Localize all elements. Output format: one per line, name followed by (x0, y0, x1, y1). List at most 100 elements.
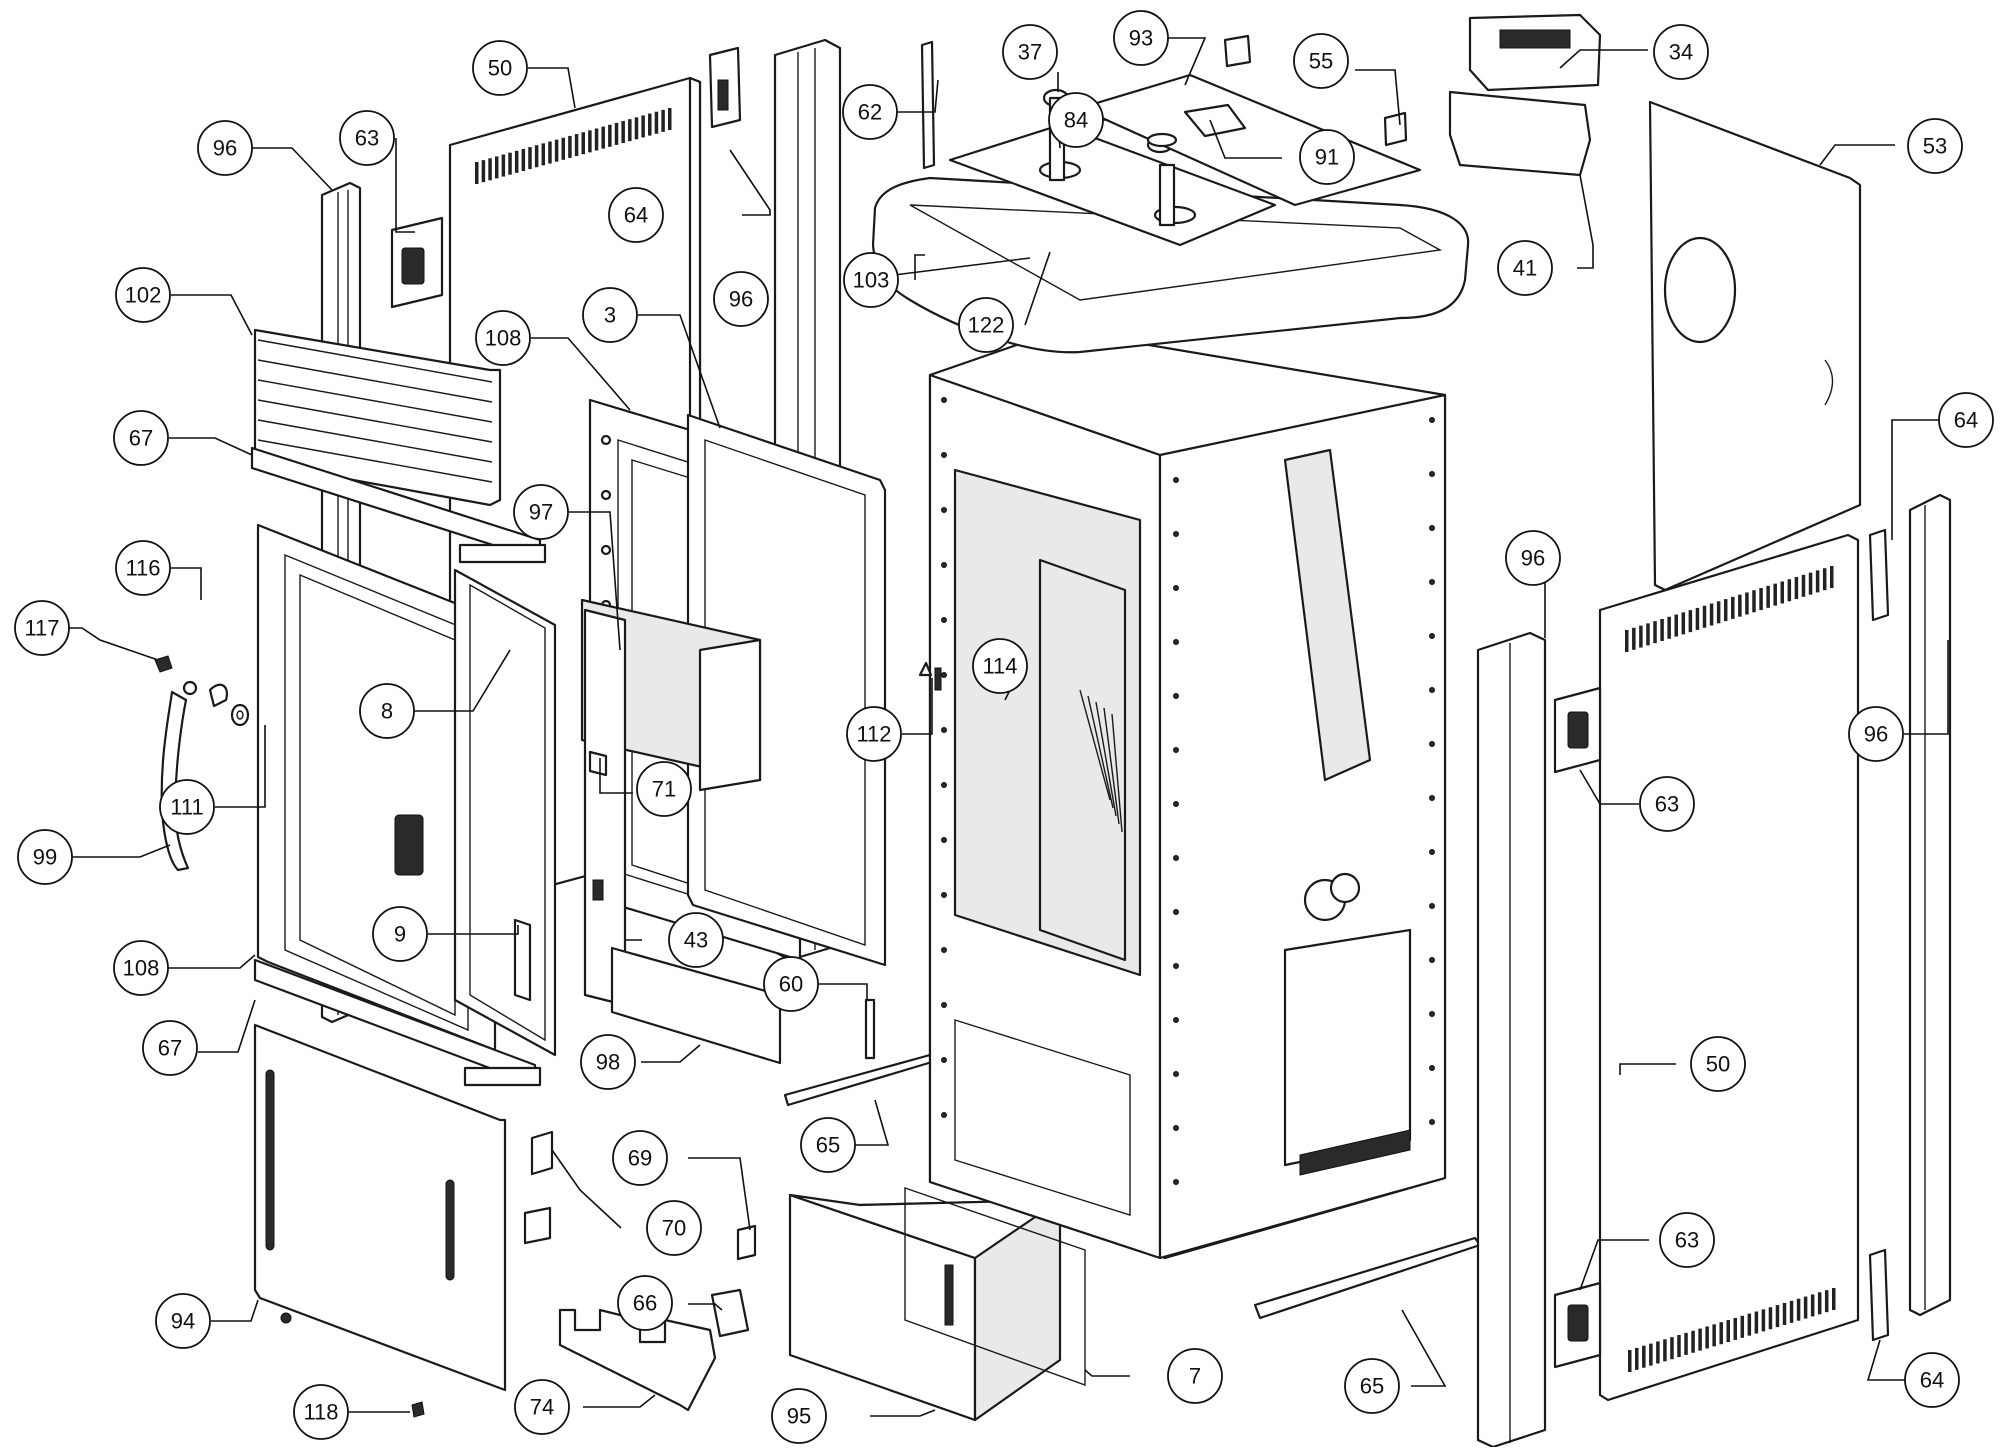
callout-label: 34 (1669, 40, 1693, 65)
callout-label: 94 (171, 1309, 195, 1334)
vent-slot (641, 115, 645, 138)
vent-slot (1656, 1341, 1660, 1364)
callout-circle (155, 1293, 211, 1349)
vent-slot (481, 160, 486, 183)
callout-label: 108 (123, 956, 160, 981)
vent-slot (1646, 623, 1650, 646)
callout-96: 96 (713, 271, 769, 327)
callout-circle (612, 1130, 668, 1186)
vent-slot (1667, 616, 1671, 639)
callout-circle (514, 1379, 570, 1435)
part-102-grille (253, 328, 502, 507)
vent-slot (614, 122, 619, 145)
vent-slots (475, 108, 672, 184)
vent-slot (1628, 1350, 1632, 1372)
vent-slot (1759, 588, 1763, 611)
callout-circle (1344, 1358, 1400, 1414)
callout-label: 63 (1675, 1228, 1699, 1253)
firebox-rib (1111, 713, 1123, 833)
vent-slot (541, 143, 546, 166)
callout-label: 67 (158, 1036, 182, 1061)
part-64-bracket-top (708, 46, 742, 129)
grille-bar (257, 379, 493, 423)
part-64-bracket-bottom (1868, 1248, 1890, 1342)
callout-label: 96 (729, 287, 753, 312)
vent-slot (1691, 1330, 1695, 1353)
rivet (1429, 525, 1435, 531)
vent-slot (1660, 618, 1664, 641)
grille-bar (257, 419, 493, 463)
callout-label: 71 (652, 777, 676, 802)
callout-circle (197, 120, 253, 176)
callout-circle (1002, 24, 1058, 80)
vent-slot (1801, 574, 1806, 597)
callout-label: 37 (1018, 40, 1042, 65)
part-43-cover (583, 608, 627, 1007)
callout-circle (1113, 10, 1169, 66)
callout-66: 66 (617, 1275, 673, 1331)
vent-slot (475, 162, 479, 184)
part-34-hopper-lid (1468, 13, 1602, 92)
vent-slot (1726, 1320, 1730, 1343)
callout-96: 96 (1505, 530, 1561, 586)
callout-34: 34 (1653, 24, 1709, 80)
vent-slot (1649, 1343, 1653, 1366)
vent-slot (1632, 627, 1636, 650)
vent-slot (1796, 1298, 1801, 1321)
vent-slot (1709, 603, 1714, 626)
callout-label: 114 (982, 654, 1017, 679)
callout-label: 43 (684, 928, 708, 953)
vent-slot (1639, 625, 1643, 648)
vent-slot (1719, 1322, 1723, 1345)
bolt-hole (600, 489, 612, 501)
callout-64: 64 (608, 187, 664, 243)
vent-slot (1766, 585, 1770, 608)
callout-label: 7 (1189, 1364, 1201, 1389)
part-96-right-rail (1908, 493, 1952, 1317)
rivet (1429, 849, 1435, 855)
callout-label: 116 (125, 556, 160, 581)
callout-circle (1659, 1212, 1715, 1268)
callout-label: 63 (1655, 792, 1679, 817)
bolt-hole (600, 544, 612, 556)
part-67-lower-bar (253, 958, 542, 1087)
callout-circle (1293, 33, 1349, 89)
callout-64: 64 (1904, 1352, 1960, 1408)
callout-label: 93 (1129, 26, 1153, 51)
vent-slot (1677, 1335, 1681, 1358)
rivet (1429, 903, 1435, 909)
vent-slot (1695, 607, 1700, 630)
vent-slot (1642, 1345, 1646, 1368)
vent-slot (561, 137, 566, 160)
vent-slot (601, 126, 605, 149)
vent-slot (568, 135, 572, 158)
rivet (1173, 801, 1179, 807)
rivet (1429, 417, 1435, 423)
callout-64: 64 (1938, 392, 1994, 448)
vent-slot (654, 111, 659, 134)
vent-slot (1789, 1300, 1794, 1323)
callout-circle (800, 1117, 856, 1173)
vent-slot (1663, 1339, 1667, 1362)
part-53-back-panel (1648, 100, 1862, 592)
rivet (1429, 741, 1435, 747)
callout-label: 122 (968, 313, 1005, 338)
callout-label: 53 (1923, 134, 1947, 159)
callout-circle (475, 310, 531, 366)
callout-62: 62 (842, 84, 898, 140)
part-9-seal (513, 918, 532, 1002)
rivet (1173, 639, 1179, 645)
part-60-screw (864, 998, 876, 1060)
vent-slot (1787, 579, 1792, 602)
rivet (941, 397, 947, 403)
callout-111: 111 (159, 779, 215, 835)
callout-label: 91 (1315, 145, 1339, 170)
callout-circle (636, 761, 692, 817)
part-67-upper-bar (250, 446, 547, 564)
callout-label: 111 (170, 795, 203, 820)
callout-circle (513, 484, 569, 540)
firebox-ribs (1079, 689, 1123, 833)
part-94-lower-door (253, 1023, 507, 1392)
callout-label: 102 (125, 283, 162, 308)
